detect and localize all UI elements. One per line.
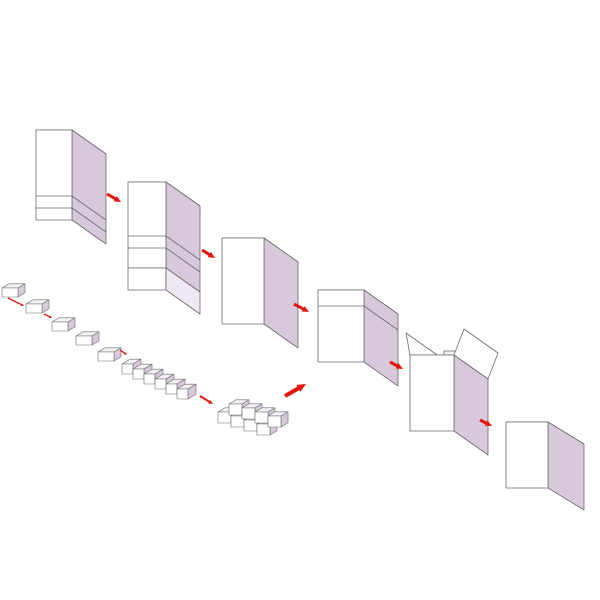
arrow-shape [479,418,492,427]
carton-front-face [35,129,73,221]
single-products [1,283,122,362]
arrow-shape [293,302,310,312]
product-front [97,351,115,362]
carton-loaded [317,289,399,387]
product-front [254,411,269,424]
carton-side-face [363,289,399,387]
flow-arrow [119,349,128,356]
open-carton [35,129,107,245]
product-front [165,383,178,395]
product-front [132,368,145,380]
product-front [75,335,93,346]
carton-bottom-folding [127,181,201,315]
carton-tape-line [71,195,107,221]
carton-tape-line [71,207,107,233]
product-front [241,407,256,420]
flow-arrow [284,384,307,398]
product-front [228,403,243,416]
arrow-shape [119,349,128,356]
product-item [51,317,76,332]
product-item [176,383,197,400]
carton-tape-line [165,247,201,273]
carton-flap-line [363,305,399,331]
product-item [97,347,122,362]
product-item [267,411,289,428]
product-front [143,373,156,385]
carton-front-face [317,289,365,363]
arrow-shape [199,395,214,404]
product-flow [1,283,289,436]
carton-front-face [409,354,455,432]
product-front [1,287,19,298]
carton-formed [221,237,299,349]
product-item [25,299,50,314]
product-front [51,321,69,332]
carton-side-face [263,237,299,349]
arrow-shape [7,297,25,307]
carton-front-face [127,181,167,269]
carton-tape-line [165,235,201,261]
flow-arrows [7,192,492,427]
carton-bottom-flap [127,267,167,291]
product-row [121,358,197,400]
arrow-shape [389,360,403,370]
carton-side-face [71,129,107,245]
arrow-shape [284,384,307,398]
product-front [121,363,134,375]
flow-arrow [201,248,216,258]
product-front [25,303,43,314]
carton-flaps-closing [405,328,499,456]
carton-bottom-flap [165,267,201,315]
carton-front-face [221,237,265,325]
product-front [267,415,282,428]
arrow-shape [43,313,53,319]
flow-arrow [199,395,214,404]
product-front [154,378,167,390]
product-front [176,388,189,400]
flow-arrow [106,192,122,202]
product-item [1,283,26,298]
product-front [256,423,271,436]
arrow-shape [201,248,216,258]
carton-side-face [547,421,585,511]
carton-sealed [505,421,585,511]
flow-arrow [293,302,310,312]
flow-arrow [43,313,53,319]
arrow-shape [106,192,122,202]
product-item [75,331,100,346]
carton-stages [35,129,585,511]
carton-front-face [505,421,549,489]
flow-arrow [7,297,25,307]
flow-arrow [389,360,403,370]
flow-arrow [479,418,492,427]
grouped-products [217,399,289,436]
